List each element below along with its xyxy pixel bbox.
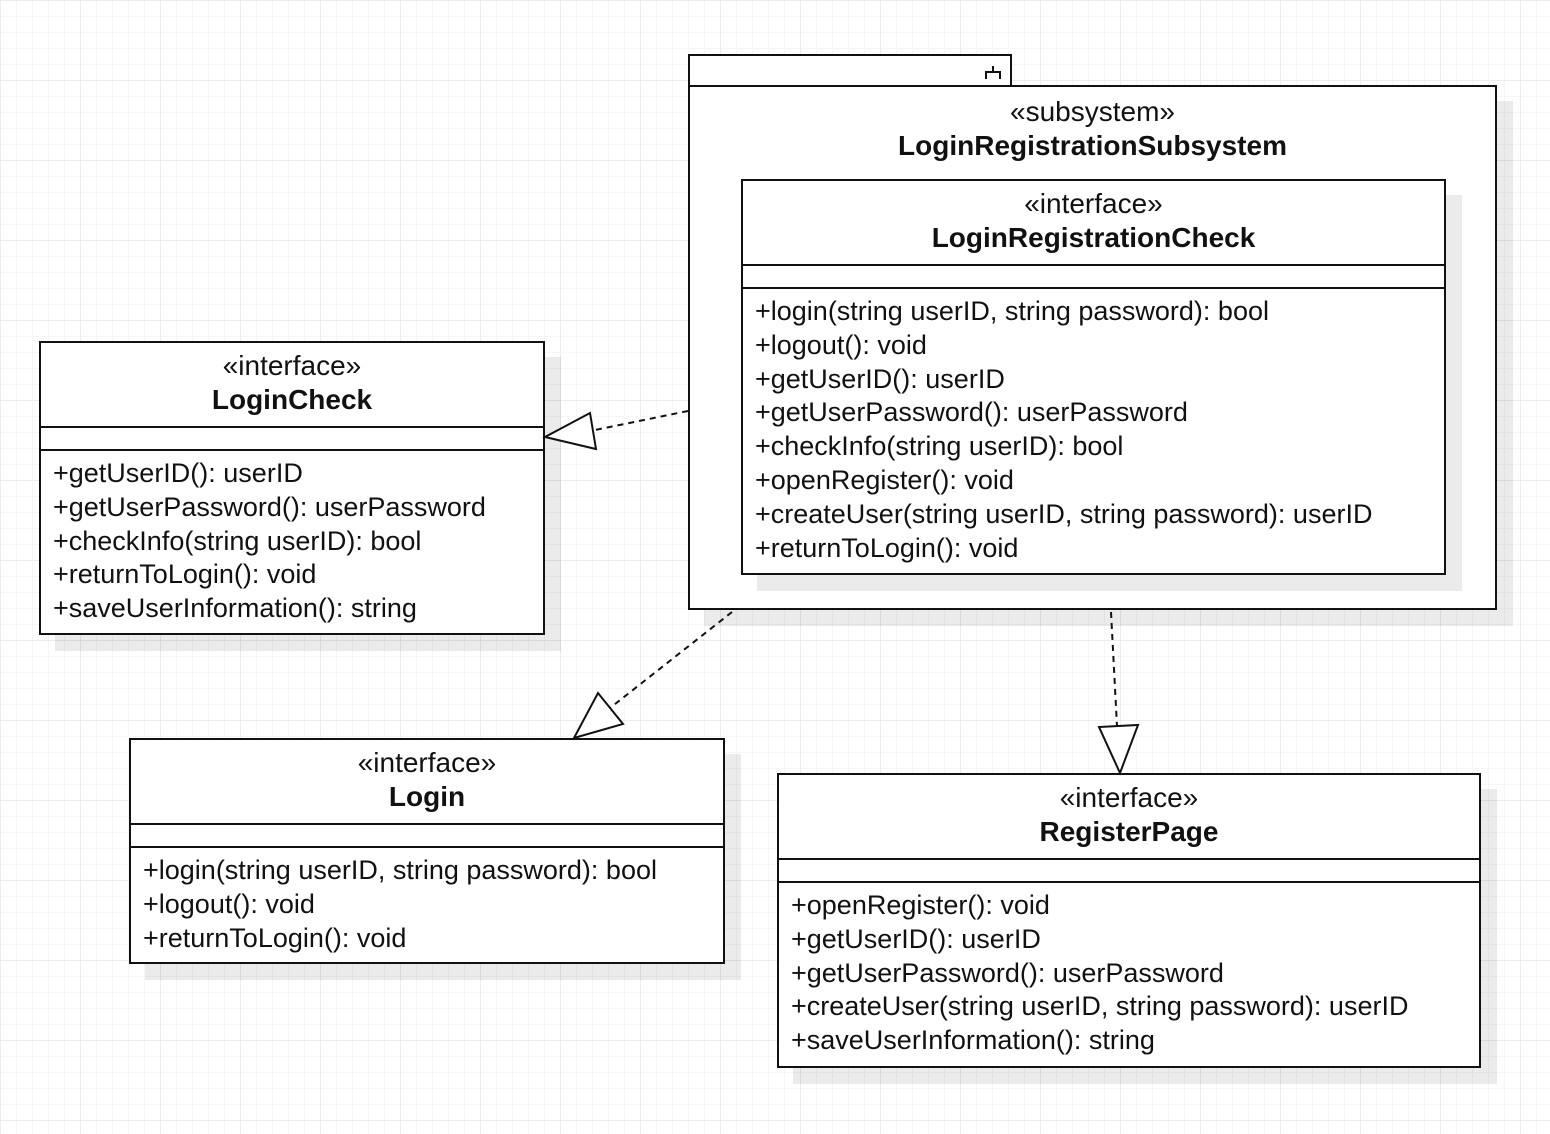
operation: +logout(): void — [755, 329, 927, 360]
class-stereotype: «interface» — [222, 350, 362, 381]
realization-line — [594, 410, 689, 431]
subsystem-icon — [985, 66, 1001, 79]
operation: +createUser(string userID, string passwo… — [791, 991, 1409, 1022]
attributes-compartment — [779, 860, 1479, 883]
operations-compartment: +login(string userID, string password): … — [743, 289, 1444, 565]
operation: +login(string userID, string password): … — [755, 296, 1269, 326]
interface-register-page[interactable]: «interface» RegisterPage +openRegister()… — [777, 773, 1481, 1068]
class-name: LoginRegistrationCheck — [931, 222, 1256, 253]
operation: +returnToLogin(): void — [53, 559, 317, 590]
class-stereotype: «interface» — [357, 747, 497, 778]
class-header: «interface» LoginRegistrationCheck — [743, 181, 1444, 266]
operation: +checkInfo(string userID): bool — [53, 525, 422, 556]
class-header: «interface» Login — [131, 740, 723, 825]
operation: +getUserPassword(): userPassword — [53, 491, 486, 522]
class-stereotype: «interface» — [1059, 782, 1199, 813]
operation: +openRegister(): void — [755, 464, 1014, 495]
operation: +openRegister(): void — [791, 890, 1050, 920]
interface-login-registration-check[interactable]: «interface» LoginRegistrationCheck +logi… — [741, 179, 1446, 575]
operations-compartment: +getUserID(): userID +getUserPassword():… — [41, 451, 543, 626]
operations-compartment: +openRegister(): void +getUserID(): user… — [779, 883, 1479, 1058]
operations-compartment: +login(string userID, string password): … — [131, 848, 723, 955]
operation: +saveUserInformation(): string — [791, 1025, 1155, 1056]
class-name: RegisterPage — [1039, 816, 1219, 847]
operation: +login(string userID, string password): … — [143, 855, 657, 885]
subsystem-name: LoginRegistrationSubsystem — [898, 130, 1287, 161]
operation: +returnToLogin(): void — [755, 532, 1019, 563]
operation: +getUserID(): userID — [755, 363, 1005, 394]
subsystem-stereotype: «subsystem» — [1010, 96, 1175, 127]
subsystem-header: «subsystem» LoginRegistrationSubsystem — [690, 95, 1495, 163]
realization-arrowhead — [542, 411, 598, 451]
subsystem-tab — [688, 54, 1012, 87]
realization-to-register-page — [1097, 611, 1140, 776]
operation: +getUserID(): userID — [53, 458, 303, 488]
operation: +getUserID(): userID — [791, 923, 1041, 954]
operation: +logout(): void — [143, 888, 315, 919]
realization-arrowhead — [572, 691, 625, 740]
class-name: LoginCheck — [211, 384, 373, 415]
realization-line — [1110, 611, 1118, 727]
operation: +getUserPassword(): userPassword — [791, 957, 1224, 988]
class-stereotype: «interface» — [1024, 188, 1163, 219]
realization-arrowhead — [1097, 723, 1140, 776]
attributes-compartment — [131, 825, 723, 848]
attributes-compartment — [743, 266, 1444, 289]
interface-login[interactable]: «interface» Login +login(string userID, … — [129, 738, 725, 964]
realization-to-login-check — [542, 410, 689, 451]
operation: +checkInfo(string userID): bool — [755, 431, 1124, 462]
operation: +returnToLogin(): void — [143, 922, 407, 953]
class-header: «interface» LoginCheck — [41, 343, 543, 428]
operation: +saveUserInformation(): string — [53, 593, 417, 624]
realization-line — [609, 611, 733, 709]
class-name: Login — [388, 781, 466, 812]
attributes-compartment — [41, 428, 543, 451]
class-header: «interface» RegisterPage — [779, 775, 1479, 860]
operation: +getUserPassword(): userPassword — [755, 397, 1188, 428]
realization-to-login — [572, 611, 733, 740]
operation: +createUser(string userID, string passwo… — [755, 498, 1373, 529]
interface-login-check[interactable]: «interface» LoginCheck +getUserID(): use… — [39, 341, 545, 635]
